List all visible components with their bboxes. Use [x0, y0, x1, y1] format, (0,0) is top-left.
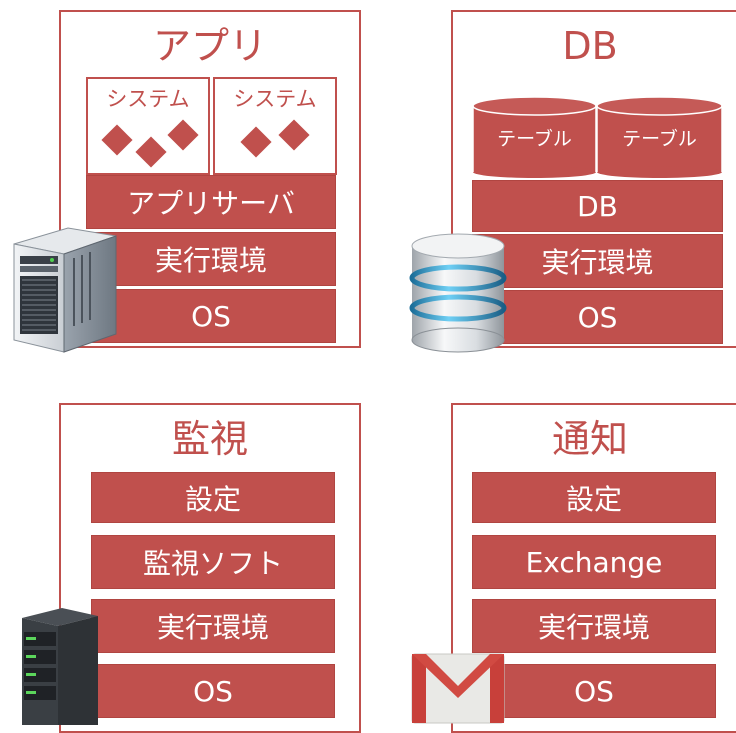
system-label: システム — [106, 87, 190, 111]
system-box: システム — [86, 77, 210, 175]
layer-os: OS — [86, 289, 336, 343]
layer-os: OS — [91, 664, 335, 718]
server-rack-icon — [22, 608, 98, 725]
app-panel-title: アプリ — [152, 24, 267, 68]
server-tower-icon — [13, 227, 117, 353]
diamond-icon — [278, 119, 310, 151]
layer-runtime: 実行環境 — [86, 232, 336, 286]
table-cylinder: テーブル — [472, 96, 597, 178]
layer-settings: 設定 — [472, 472, 716, 523]
table-label: テーブル — [622, 128, 697, 150]
layer-exchange: Exchange — [472, 535, 716, 589]
table-label: テーブル — [497, 128, 572, 150]
diamond-icon — [240, 126, 272, 158]
layer-monitoring-software: 監視ソフト — [91, 535, 335, 589]
monitor-panel: 監視 設定 監視ソフト 実行環境 OS — [59, 403, 361, 733]
layer-runtime: 実行環境 — [91, 599, 335, 653]
diamond-icon — [167, 119, 199, 151]
system-box: システム — [213, 77, 337, 175]
layer-os: OS — [472, 290, 723, 344]
layer-runtime: 実行環境 — [472, 234, 723, 288]
diamond-icon — [101, 124, 133, 156]
layer-runtime: 実行環境 — [472, 599, 716, 653]
layer-db: DB — [472, 180, 723, 232]
app-panel: アプリ システム システム アプリサーバ 実行環境 OS — [59, 10, 361, 348]
layer-os: OS — [472, 664, 716, 718]
system-label: システム — [233, 87, 317, 111]
cylinder-shape — [596, 96, 723, 178]
layer-settings: 設定 — [91, 472, 335, 523]
notify-panel: 通知 設定 Exchange 実行環境 OS — [451, 403, 736, 733]
db-panel-title: DB — [562, 24, 618, 68]
cylinder-shape — [472, 96, 597, 178]
table-cylinder: テーブル — [596, 96, 723, 178]
database-icon — [409, 233, 507, 353]
monitor-panel-title: 監視 — [171, 417, 248, 461]
diamond-icon — [135, 136, 167, 168]
gmail-icon — [411, 653, 505, 724]
notify-panel-title: 通知 — [551, 417, 628, 461]
layer-app-server: アプリサーバ — [86, 175, 336, 229]
